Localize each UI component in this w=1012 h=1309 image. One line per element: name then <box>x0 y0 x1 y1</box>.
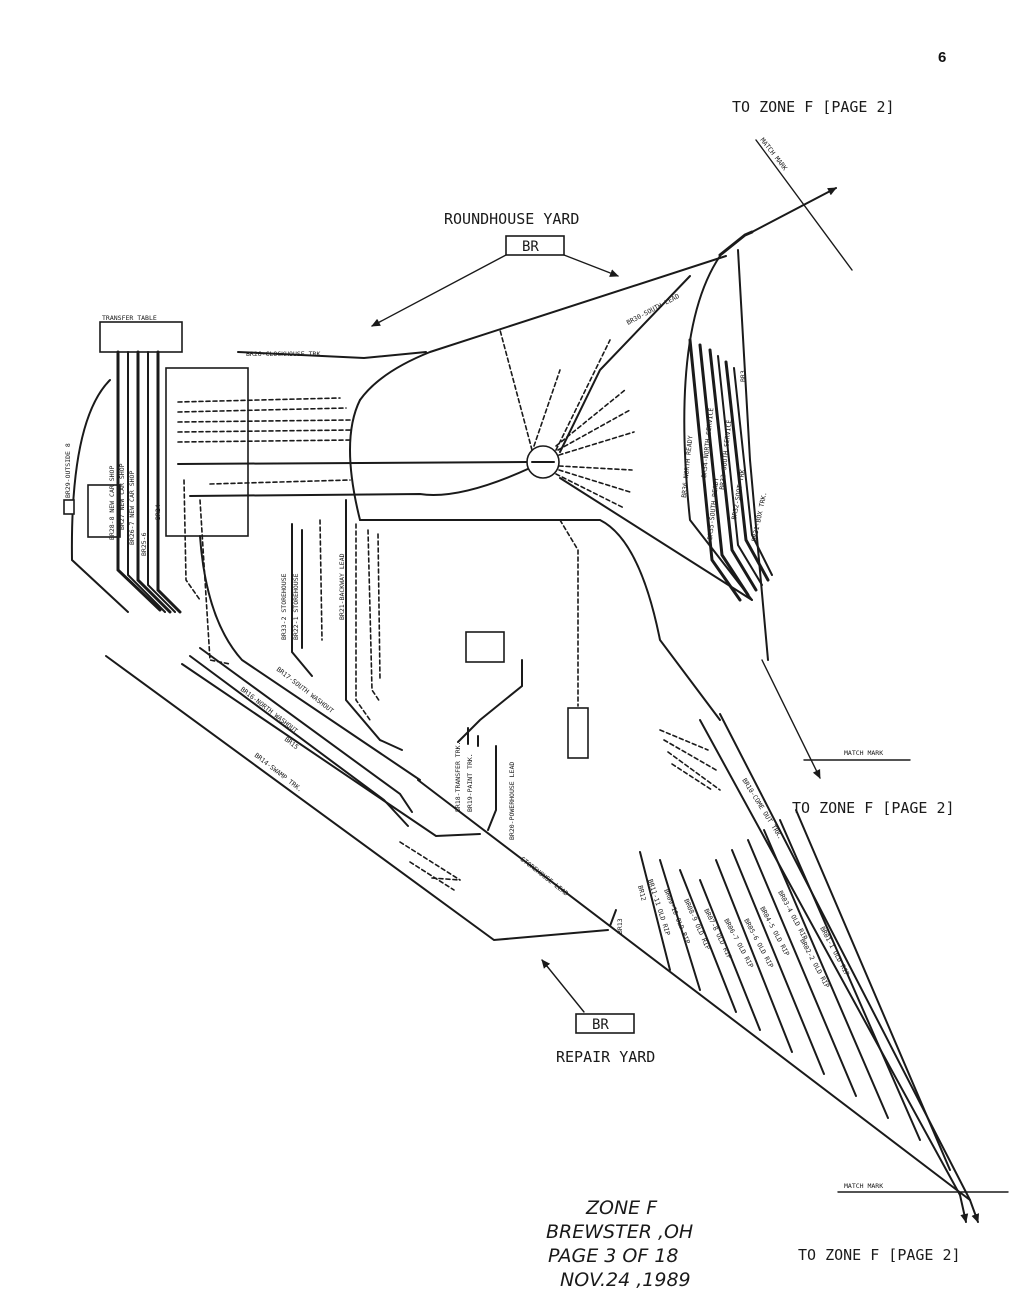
bottom-exit-arrow-a <box>959 1194 969 1223</box>
label-br30: BR30-SOUTH LEAD <box>625 292 681 327</box>
br-code-bottom: BR <box>592 1017 609 1033</box>
label-br28: BR28-8 NEW CAR SHOP <box>108 466 116 540</box>
top-exit-arrow <box>751 187 837 233</box>
label-br20: BR20-POWERHOUSE LEAD <box>508 762 516 840</box>
track-br14 <box>105 655 609 942</box>
title-page: PAGE 3 OF 18 <box>548 1245 679 1267</box>
label-br24: BR24 <box>154 504 162 520</box>
br-code-box-bottom <box>575 1013 635 1034</box>
label-br19: BR19-PAINT TRK. <box>466 753 474 812</box>
shop-building <box>165 367 249 537</box>
come-out-parallel <box>699 719 961 1196</box>
ready-lead <box>683 255 753 601</box>
match-mark-top: MATCH MARK <box>758 136 788 172</box>
to-zone-middle-label: TO ZONE F [PAGE 2] <box>792 799 955 817</box>
turntable-lead-lower <box>189 467 531 497</box>
old-rip-stub-tracks <box>659 729 721 791</box>
old-rip-tracks <box>639 809 951 1171</box>
transfer-table <box>99 321 183 353</box>
label-br25: BR25-6 <box>140 532 148 556</box>
roundhouse-stub-tracks <box>177 397 353 485</box>
track-br17 <box>199 647 413 813</box>
track-br26-7 <box>136 350 172 614</box>
title-zone: ZONE F <box>585 1197 658 1219</box>
ready-service-tracks <box>688 338 773 602</box>
label-br12: BR12 <box>636 885 648 902</box>
storehouse-lead-track <box>417 779 971 1201</box>
powerhouse-building <box>567 707 589 759</box>
small-building <box>87 484 121 538</box>
turntable-radial-tracks <box>499 329 635 509</box>
swamp-stub-tracks <box>399 841 461 891</box>
to-zone-bottom-label: TO ZONE F [PAGE 2] <box>798 1246 961 1264</box>
label-br17: BR17-SOUTH WASHOUT <box>275 665 336 715</box>
bottom-exit-arrow-b <box>969 1199 980 1223</box>
label-storehouse-lead: STOREHOUSE LEAD <box>519 855 570 897</box>
label-br14: BR14-SWAMP TRK. <box>253 751 304 793</box>
label-br22: BR22-1 STOREHOUSE <box>292 573 300 640</box>
roundhouse-arrow-right <box>563 254 619 277</box>
roundhouse-yard-label: ROUNDHOUSE YARD <box>444 210 579 228</box>
label-br26: BR26-CLOCKHOUSE TRK. <box>246 350 324 358</box>
top-junction-track <box>718 230 754 257</box>
label-br26-7: BR26-7 NEW CAR SHOP <box>128 471 136 545</box>
title-date: NOV.24 ,1989 <box>560 1269 691 1291</box>
label-br15: BR15 <box>283 735 300 751</box>
track-br25 <box>147 351 176 613</box>
track-br20 <box>487 745 497 831</box>
label-br21: BR21-BACKWAY LEAD <box>338 553 346 620</box>
title-location: BREWSTER ,OH <box>546 1221 693 1243</box>
label-transfer-table: TRANSFER TABLE <box>102 314 157 322</box>
storehouse-building <box>465 631 505 663</box>
track-br27 <box>127 351 166 613</box>
label-br33: BR33-2 STOREHOUSE <box>280 573 288 640</box>
repair-yard-label: REPAIR YARD <box>556 1048 655 1066</box>
track-br33 <box>291 523 313 677</box>
middle-exit-arrow <box>761 659 821 779</box>
label-br36: BR36-NORTH READY <box>680 435 695 498</box>
match-mark-bottom: MATCH MARK <box>844 1182 883 1190</box>
switch-box <box>63 499 75 515</box>
track-br13-stub <box>609 909 617 927</box>
label-br29: BR29-OUTSIDE 8 <box>64 443 72 498</box>
to-zone-top-label: TO ZONE F [PAGE 2] <box>732 98 895 116</box>
label-br2: BR02-2 OLD RIP <box>798 937 831 989</box>
main-lead-north <box>359 255 727 401</box>
storehouse-stub-tracks <box>183 479 381 721</box>
track-br24 <box>156 350 182 614</box>
label-br10: BR10-COME OUT TRK. <box>740 777 784 841</box>
track-br3 <box>737 249 769 661</box>
label-br18: BR18-TRANSFER TRK. <box>454 742 462 812</box>
label-br7: BR07-8 OLD RIP <box>702 907 733 960</box>
match-mark-middle: MATCH MARK <box>844 749 883 757</box>
page-number: 6 <box>938 49 946 66</box>
track-br28 <box>116 350 162 612</box>
roundhouse-arrow-left <box>371 254 507 327</box>
label-br3: BR3 <box>739 370 747 382</box>
track-br29 <box>70 379 129 613</box>
track-br30 <box>559 275 691 453</box>
service-connector <box>559 477 753 601</box>
turntable-lead <box>177 461 529 465</box>
powerhouse-stub <box>559 519 579 707</box>
label-br27: BR27 NEW CAR SHOP <box>118 463 126 530</box>
track-br21 <box>345 499 403 751</box>
label-br13: BR13 <box>616 918 624 934</box>
br-code-box-top <box>505 235 565 256</box>
br-code-top: BR <box>522 239 539 255</box>
clockhouse-track <box>237 351 427 360</box>
track-br15 <box>181 663 481 838</box>
repair-yard-arrow <box>541 959 585 1013</box>
backway-curve <box>349 399 721 721</box>
shop-outlet-curve <box>199 535 421 781</box>
